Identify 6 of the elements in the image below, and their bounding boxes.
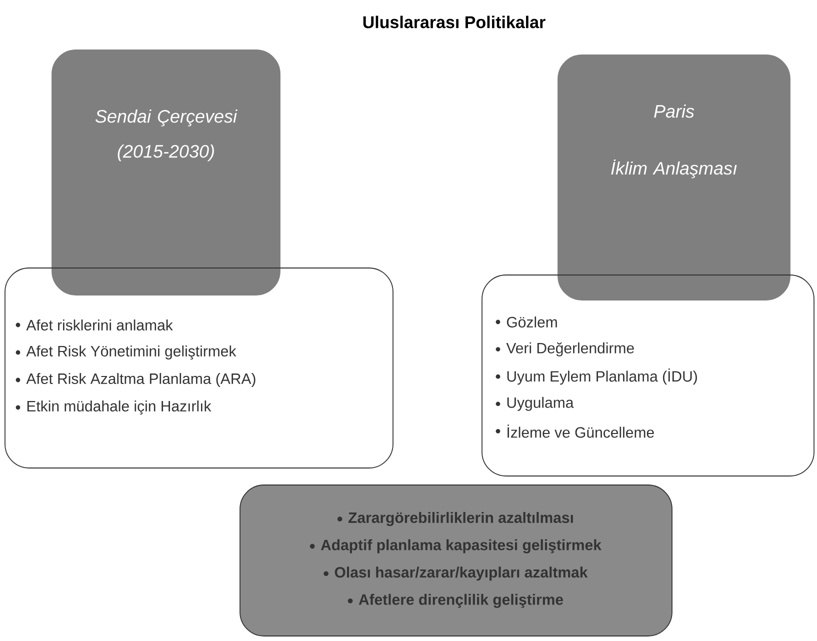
- heading-box: Sendai Çerçevesi (2015-2030): [52, 50, 280, 296]
- diagram-title: Uluslararası Politikalar: [363, 16, 546, 28]
- summary-box: Zarargörebilirliklerin azaltılması Adaptif planlama kapasitesi geliştirmek Olası hasar/zarar/kayıpları azaltmak Afetlere dirençlilik geliştirme: [240, 484, 672, 636]
- list-box: Gözlem Veri Değerlendirme Uyum Eylem Planlama (İDU) Uygulama İzleme ve Güncelleme: [482, 274, 814, 476]
- heading-box: Paris İklim Anlaşması: [558, 54, 790, 300]
- list-box: Afet risklerini anlamak Afet Risk Yönetimini geliştirmek Afet Risk Azaltma Planlama (ARA) Etkin müdahale için Hazırlık: [4, 268, 394, 468]
